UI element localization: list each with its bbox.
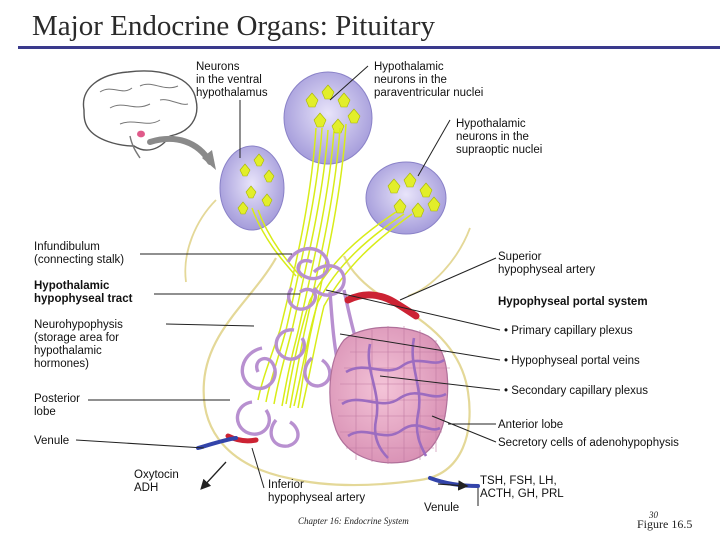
label-inferior-artery: Inferior hypophyseal artery [268,479,365,504]
slide-number: 30 [649,510,658,520]
paraventricular-nucleus [283,71,373,165]
anterior-venule [428,476,480,488]
title-rule [18,46,720,49]
label-secondary-plexus: • Secondary capillary plexus [504,385,648,397]
label-hypothalamic-tract: Hypothalamic hypophyseal tract [34,280,133,305]
label-oxytocin-adh: Oxytocin ADH [134,469,182,494]
label-posterior-lobe: Posterior lobe [34,393,83,418]
inferior-hypophyseal-artery [225,433,259,444]
figure-reference: Figure 16.5 [637,517,693,531]
magnify-arrow [147,135,213,165]
label-venule-bottom: Venule [424,502,459,514]
primary-capillary-plexus [286,247,346,311]
label-neurohypophysis: Neurohypophysis (storage area for hypoth… [34,319,126,370]
slide-footer: Chapter 16: Endocrine System [298,516,409,526]
label-portal-veins: • Hypophyseal portal veins [504,355,640,367]
slide-title: Major Endocrine Organs: Pituitary [32,10,435,42]
label-paraventricular: Hypothalamic neurons in the paraventricu… [374,61,483,99]
anterior-hormones-arrow [437,480,469,491]
label-secretory-cells: Secretory cells of adenohypophysis [498,437,679,449]
label-venule-left: Venule [34,435,69,447]
brain-thumbnail-icon [82,70,198,159]
posterior-venule [196,436,238,450]
label-portal-system: Hypophyseal portal system [498,296,648,308]
supraoptic-nucleus [365,161,447,235]
label-primary-plexus: • Primary capillary plexus [504,325,633,337]
label-infundibulum: Infundibulum (connecting stalk) [34,241,124,266]
label-superior-artery: Superior hypophyseal artery [498,251,595,276]
label-neurons-ventral: Neurons in the ventral hypothalamus [196,61,268,99]
superior-hypophyseal-artery [344,291,420,320]
oxytocin-adh-arrow [200,461,227,490]
label-supraoptic: Hypothalamic neurons in the supraoptic n… [456,118,542,156]
secondary-capillary-plexus [341,337,447,459]
label-anterior-lobe: Anterior lobe [498,419,563,431]
leader-lines [75,65,501,506]
posterior-capillary-loops [235,328,332,448]
label-anterior-hormones: TSH, FSH, LH, ACTH, GH, PRL [480,475,564,500]
